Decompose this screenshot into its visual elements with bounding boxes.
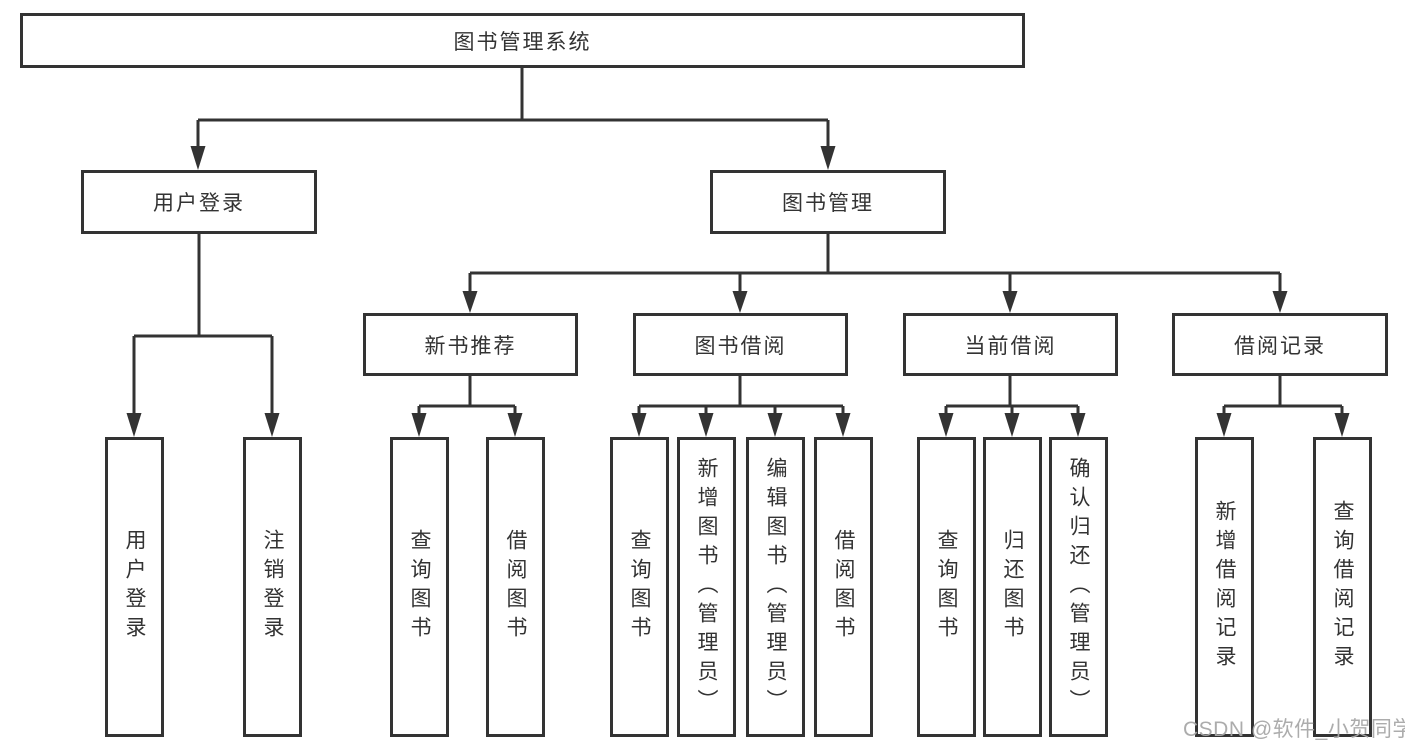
node-borrow-books-recommend: 借阅图书: [486, 437, 545, 737]
node-edit-book-admin: 编辑图书（管理员）: [746, 437, 805, 737]
node-label: 新增借阅记录: [1213, 500, 1236, 674]
node-return-books: 归还图书: [983, 437, 1042, 737]
node-confirm-return-admin: 确认归还（管理员）: [1049, 437, 1108, 737]
node-add-book-admin: 新增图书（管理员）: [677, 437, 736, 737]
node-current-borrowing: 当前借阅: [903, 313, 1118, 376]
node-book-borrowing: 图书借阅: [633, 313, 848, 376]
node-label: 用户登录: [123, 529, 146, 645]
node-label: 查询图书: [408, 529, 431, 645]
node-user-login-branch: 用户登录: [81, 170, 317, 234]
node-label: 借阅图书: [504, 529, 527, 645]
node-label: 确认归还（管理员）: [1067, 456, 1090, 718]
node-borrowing-records: 借阅记录: [1172, 313, 1388, 376]
node-label: 归还图书: [1001, 529, 1024, 645]
node-user-login: 用户登录: [105, 437, 164, 737]
node-label: 查询图书: [935, 529, 958, 645]
node-label: 查询借阅记录: [1331, 500, 1354, 674]
node-label: 查询图书: [628, 529, 651, 645]
node-query-books-recommend: 查询图书: [390, 437, 449, 737]
node-add-borrow-record: 新增借阅记录: [1195, 437, 1254, 737]
node-book-management: 图书管理: [710, 170, 946, 234]
node-query-books-current: 查询图书: [917, 437, 976, 737]
node-system-root: 图书管理系统: [20, 13, 1025, 68]
node-logout: 注销登录: [243, 437, 302, 737]
node-label: 注销登录: [261, 529, 284, 645]
watermark: CSDN @软件_小贺同学: [1183, 718, 1405, 741]
node-query-borrow-record: 查询借阅记录: [1313, 437, 1372, 737]
node-label: 编辑图书（管理员）: [764, 456, 787, 718]
node-borrow-books: 借阅图书: [814, 437, 873, 737]
node-query-books-borrowing: 查询图书: [610, 437, 669, 737]
node-new-book-recommend: 新书推荐: [363, 313, 578, 376]
node-label: 新增图书（管理员）: [695, 456, 718, 718]
node-label: 借阅图书: [832, 529, 855, 645]
